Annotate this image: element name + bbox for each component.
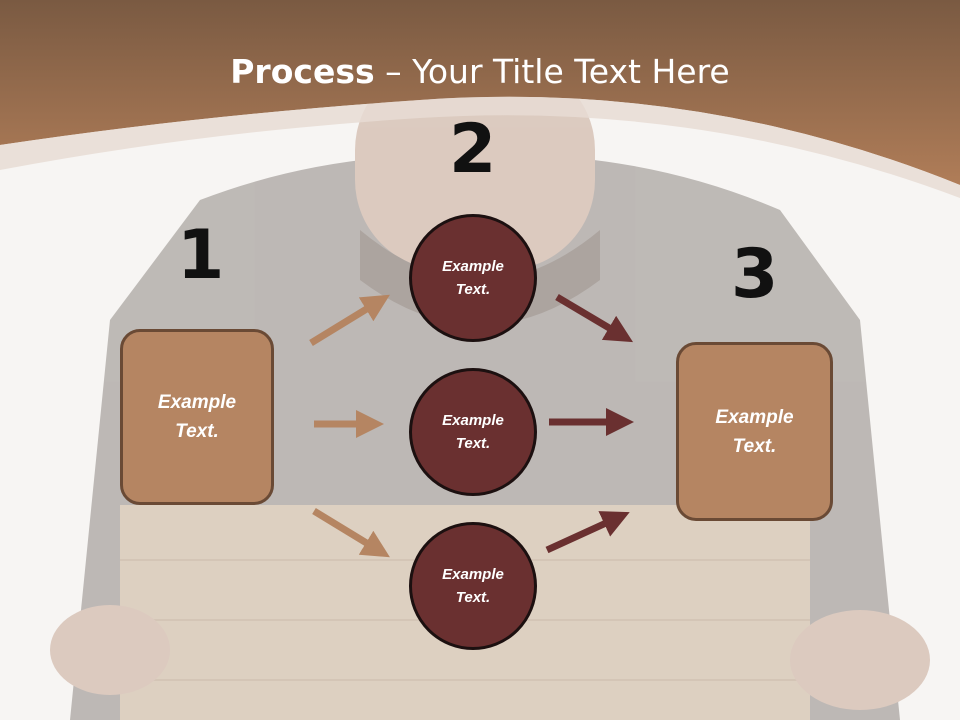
step-number-1: 1 <box>177 216 225 295</box>
arrow-1-to-top <box>309 294 390 346</box>
step-2-circle-middle: Example Text. <box>409 368 537 496</box>
title-bold: Process <box>230 52 375 91</box>
arrow-bottom-to-3 <box>545 511 630 554</box>
slide-title: Process – Your Title Text Here <box>0 52 960 91</box>
step-2-circle-bottom: Example Text. <box>409 522 537 650</box>
step-2-circle-top: Example Text. <box>409 214 537 342</box>
step-number-3: 3 <box>731 235 779 314</box>
step-1-box: Example Text. <box>120 329 274 505</box>
title-rest: – Your Title Text Here <box>374 52 730 91</box>
arrow-1-to-bottom <box>312 508 390 558</box>
step-3-box: Example Text. <box>676 342 833 521</box>
arrow-top-to-3 <box>555 293 634 343</box>
step-number-2: 2 <box>449 110 497 189</box>
